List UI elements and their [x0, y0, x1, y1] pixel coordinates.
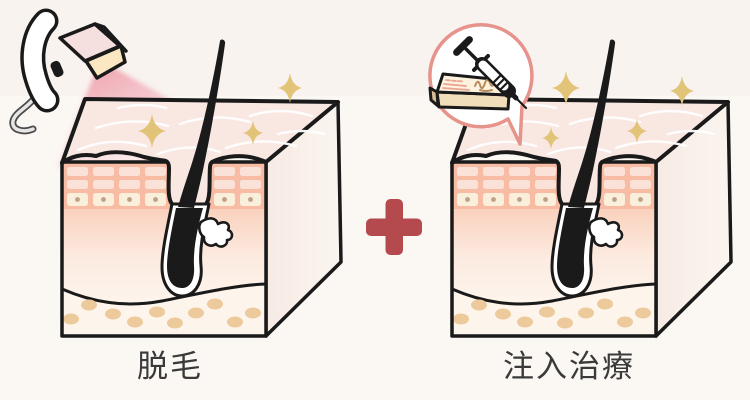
box-print-lines	[442, 79, 470, 91]
laser-handpiece-icon	[9, 8, 128, 135]
device-head-side	[93, 22, 128, 53]
label-hair-removal: 脱毛	[137, 349, 203, 385]
box-signature-scribble	[474, 79, 496, 92]
syringe-icon	[453, 36, 528, 110]
device-handle	[20, 8, 60, 113]
device-cable	[9, 91, 41, 135]
device-button	[50, 60, 64, 78]
label-injection-treatment: 注入治療	[503, 349, 635, 385]
plus-icon	[366, 199, 422, 255]
speech-bubble	[428, 23, 534, 146]
device-emitter-face	[84, 44, 127, 80]
medicine-box-icon	[428, 72, 511, 111]
